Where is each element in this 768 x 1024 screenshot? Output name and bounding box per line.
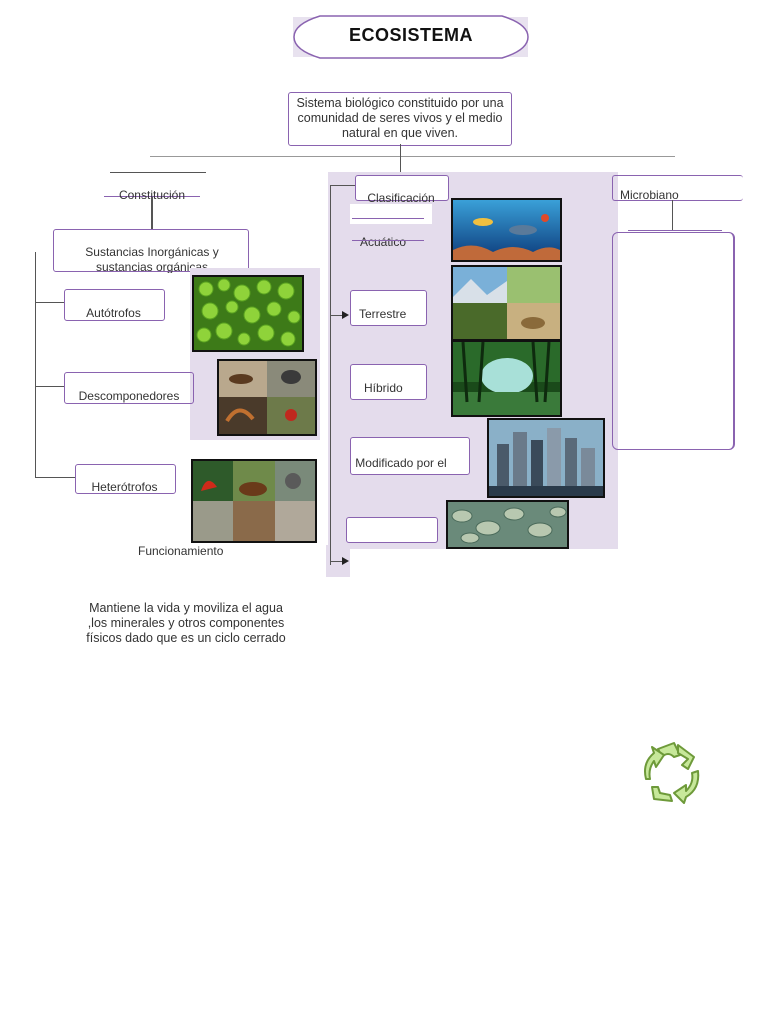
connector-line (151, 197, 153, 229)
microbial-image (446, 500, 569, 549)
connector-line (35, 302, 65, 303)
modificado-box (350, 437, 470, 475)
label-modificado: Modificado por el (355, 456, 447, 470)
connector-line (400, 144, 401, 157)
label-autotrofos: Autótrofos (86, 306, 141, 320)
connector-line (628, 230, 722, 231)
label-terrestre: Terrestre (359, 307, 407, 321)
acuatico-box (350, 204, 432, 224)
connector-line (330, 315, 346, 316)
connector-line (352, 240, 424, 241)
connector-line (622, 449, 720, 450)
title-frame (293, 15, 529, 59)
descomponedores-box (64, 372, 194, 404)
connector-line (672, 200, 673, 230)
sustancias-text: Sustancias Inorgánicas y sustancias orgá… (85, 245, 219, 273)
label-descomponedores: Descomponedores (78, 389, 180, 403)
page-title: ECOSISTEMA (348, 25, 473, 45)
microbiano-box (612, 175, 743, 201)
terrestre-box (350, 290, 427, 326)
modificado-image (487, 418, 605, 498)
arrow-icon (342, 557, 349, 565)
heterotrofos-box (75, 464, 176, 494)
label-hibrido: Híbrido (364, 381, 403, 395)
label-heterotrofos: Heterótrofos (91, 480, 158, 494)
connector-line (352, 218, 424, 219)
connector-line (35, 386, 65, 387)
connector-line (110, 172, 206, 173)
funcionamiento-text: Mantiene la vida y moviliza el agua ,los… (86, 601, 286, 645)
descomponedores-image (217, 359, 317, 436)
connector-line (35, 252, 36, 478)
branch-clasificacion: Clasificación (367, 191, 435, 205)
heterotrofos-image (191, 459, 317, 543)
terrestre-image (451, 265, 562, 341)
connector-line (330, 561, 346, 562)
connector-line (400, 156, 401, 174)
microbiano-content-box (612, 232, 735, 450)
label-acuatico: Acuático (360, 235, 407, 249)
autotrofos-image (192, 275, 304, 352)
hibrido-box (350, 364, 427, 400)
branch-microbiano: Microbiano (620, 188, 679, 202)
connector-line (104, 196, 200, 197)
empty-category-box (346, 517, 438, 543)
clasificacion-box (355, 175, 449, 201)
connector-line (35, 477, 75, 478)
arrow-icon (342, 311, 349, 319)
hibrido-image (451, 340, 562, 417)
acuatico-image (451, 198, 562, 262)
branch-constitucion: Constitución (118, 188, 186, 202)
sustancias-box (53, 229, 249, 272)
connector-line (330, 185, 355, 186)
recycle-icon (644, 742, 700, 804)
connector-line (150, 156, 675, 157)
autotrofos-box (64, 289, 165, 321)
connector-line (330, 185, 331, 565)
definition-text: Sistema biológico constituido por una co… (296, 96, 504, 140)
funcionamiento-label: Funcionamiento (138, 544, 224, 558)
